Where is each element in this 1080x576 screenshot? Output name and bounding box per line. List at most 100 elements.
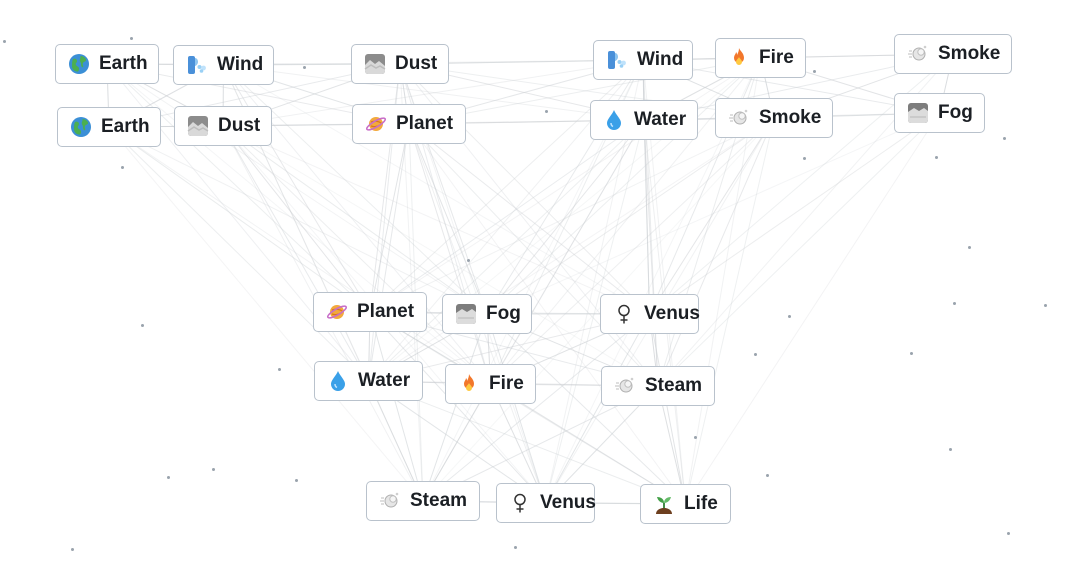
canvas-item-steam[interactable]: Steam [601,366,715,406]
item-label: Fog [938,102,973,123]
canvas-item-earth[interactable]: Earth [57,107,161,147]
connection-line [222,125,371,313]
wind-icon [186,54,208,76]
background-dot [935,156,938,159]
connection-line [685,112,940,505]
canvas-item-venus[interactable]: Venus [600,294,700,334]
item-label: Fire [489,373,524,394]
connection-line [545,119,645,504]
connection-line [106,63,488,315]
item-label: Smoke [938,43,1001,64]
connection-line [643,119,650,315]
earth-icon [70,116,92,138]
connection-line [368,119,645,382]
connection-line [108,126,488,315]
planet-icon [365,113,387,135]
canvas-item-fire[interactable]: Fire [715,38,806,78]
background-dot [514,546,517,549]
background-dot [303,66,306,69]
smoke-icon [907,43,929,65]
canvas-item-life[interactable]: Life [640,484,731,524]
connection-line [108,126,424,502]
canvas-item-dust[interactable]: Dust [174,106,272,146]
connection-line [486,112,940,315]
canvas-item-smoke[interactable]: Smoke [715,98,833,138]
item-label: Life [684,493,718,514]
connection-line [368,380,686,505]
connection-line [408,123,659,387]
canvas-item-wind[interactable]: Wind [593,40,693,80]
connection-line [368,123,410,382]
earth-icon [68,53,90,75]
connection-line [545,313,650,504]
dust-icon [187,115,209,137]
item-label: Planet [396,113,454,134]
connection-line [399,63,775,119]
item-label: Venus [540,492,596,513]
connection-line [369,311,546,504]
item-label: Water [634,109,687,130]
smoke-icon [728,107,750,129]
connection-line [106,63,491,385]
connection-line [490,117,775,385]
item-label: Planet [357,301,415,322]
background-dot [467,259,470,262]
connection-line [222,125,491,385]
fire-icon [728,47,750,69]
item-label: Earth [101,116,150,137]
canvas-item-earth[interactable]: Earth [55,44,159,84]
canvas-item-planet[interactable]: Planet [352,104,466,144]
fog-icon [455,303,477,325]
connection-line [486,57,761,315]
venus-icon [613,303,635,325]
item-label: Water [358,370,411,391]
background-dot [3,40,6,43]
dust-icon [364,53,386,75]
canvas-item-water[interactable]: Water [590,100,698,140]
item-label: Fire [759,47,794,68]
background-dot [968,246,971,249]
item-label: Smoke [759,107,822,128]
connection-line [223,64,645,121]
canvas-item-fog[interactable]: Fog [894,93,985,133]
connection-line [408,123,491,385]
connection-line [106,63,371,313]
connection-line [685,117,775,505]
connection-line [486,119,645,315]
connection-line [422,117,775,502]
canvas-item-smoke[interactable]: Smoke [894,34,1012,74]
connection-line [649,112,940,315]
background-dot [130,37,133,40]
background-dot [545,110,548,113]
connection-line [108,126,491,385]
fog-icon [907,102,929,124]
connection-line [222,125,659,387]
canvas-item-planet[interactable]: Planet [313,292,427,332]
connection-line [486,313,686,505]
connection-line [223,64,650,315]
connection-line [422,313,488,502]
connection-line [108,126,371,313]
connection-line [369,119,645,313]
canvas-item-water[interactable]: Water [314,361,423,401]
connection-line [222,59,644,127]
connection-line [369,311,424,502]
wind-icon [606,49,628,71]
canvas-item-fog[interactable]: Fog [442,294,532,334]
item-label: Steam [410,490,468,511]
background-dot [910,352,913,355]
canvas-item-steam[interactable]: Steam [366,481,480,521]
steam-icon [614,375,636,397]
item-label: Fog [486,303,521,324]
canvas-item-venus[interactable]: Venus [496,483,596,523]
fire-icon [458,373,480,395]
canvas-item-fire[interactable]: Fire [445,364,536,404]
item-label: Wind [637,49,684,70]
item-label: Earth [99,53,148,74]
background-dot [953,302,956,305]
canvas-item-wind[interactable]: Wind [173,45,274,85]
background-dot [1003,137,1006,140]
background-dot [754,353,757,356]
canvas-item-dust[interactable]: Dust [351,44,449,84]
